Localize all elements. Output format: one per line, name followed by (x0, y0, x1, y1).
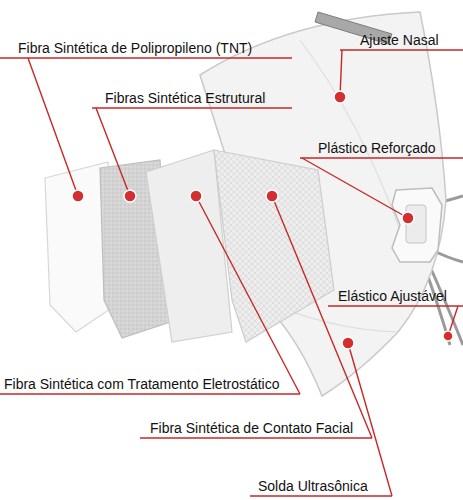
facial-layer (214, 150, 334, 342)
part-label: Plástico Reforçado (318, 140, 436, 156)
part-label: Fibra Sintética de Contato Facial (150, 420, 353, 436)
part-label: Fibras Sintética Estrutural (105, 90, 265, 106)
callout-dots (72, 91, 453, 349)
plastic-buckle (392, 188, 442, 262)
part-label: Ajuste Nasal (360, 32, 439, 48)
mask-body (200, 12, 446, 396)
part-label: Elástico Ajustável (338, 288, 447, 304)
part-label: Solda Ultrasônica (258, 478, 368, 494)
leader-lines (0, 50, 463, 496)
part-label: Fibra Sintética com Tratamento Eletrostá… (4, 376, 279, 392)
part-label: Fibra Sintética de Polipropileno (TNT) (18, 40, 252, 56)
facial-texture (214, 150, 334, 342)
